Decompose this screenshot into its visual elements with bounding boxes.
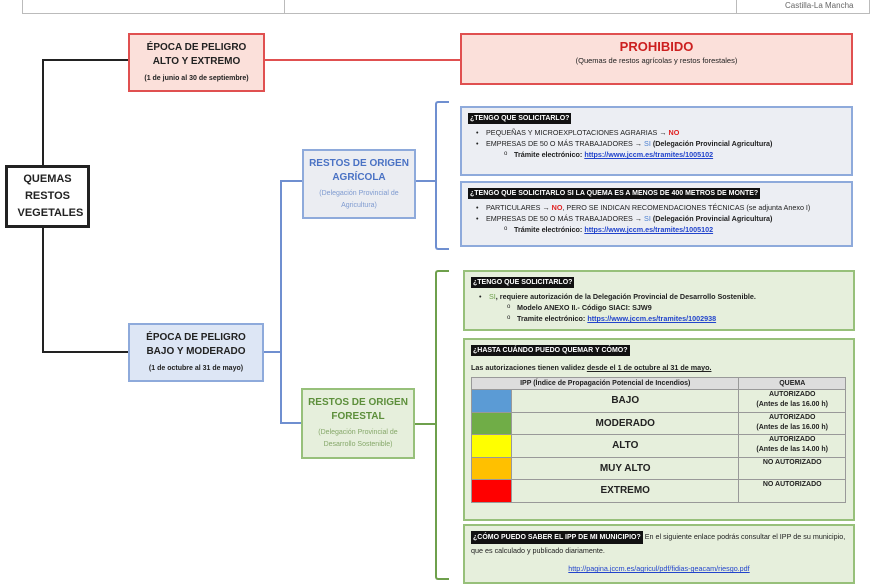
ipp-level: ALTO	[510, 434, 740, 458]
high-season-dates: (1 de junio al 30 de septiembre)	[144, 74, 249, 82]
root-title: QUEMAS RESTOS VEGETALES	[17, 173, 84, 219]
prohibited-box: PROHIBIDO (Quemas de restos agrícolas y r…	[460, 33, 853, 85]
forest-info-1: ¿TENGO QUE SOLICITARLO? SI, requiere aut…	[463, 270, 855, 331]
connector	[415, 180, 436, 182]
question: ¿HASTA CUÁNDO PUEDO QUEMAR Y CÓMO?	[471, 345, 630, 356]
col-header: IPP (Índice de Propagación Potencial de …	[470, 377, 740, 390]
bracket	[435, 270, 449, 580]
agri-info-2: ¿TENGO QUE SOLICITARLO SI LA QUEMA ES A …	[460, 181, 853, 247]
ipp-color-swatch	[471, 411, 512, 435]
prohibited-title: PROHIBIDO	[619, 39, 694, 54]
list-item: Trámite electrónico: https://www.jccm.es…	[468, 224, 845, 235]
low-season-dates: (1 de octubre al 31 de mayo)	[148, 364, 244, 372]
burn-status: AUTORIZADO(Antes de las 16.00 h)	[738, 411, 846, 435]
connector	[414, 423, 436, 425]
high-season-title: ÉPOCA DE PELIGRO ALTO Y EXTREMO	[146, 41, 247, 67]
burn-status: AUTORIZADO(Antes de las 14.00 h)	[738, 434, 846, 458]
list-item: Trámite electrónico: https://www.jccm.es…	[468, 149, 845, 160]
low-season-title: ÉPOCA DE PELIGRO BAJO Y MODERADO	[146, 331, 246, 357]
page-header: Castilla-La Mancha	[22, 0, 870, 14]
tramite-link[interactable]: https://www.jccm.es/tramites/1002938	[587, 314, 717, 323]
connector	[280, 180, 302, 424]
agri-box: RESTOS DE ORIGEN AGRÍCOLA (Delegación Pro…	[302, 149, 416, 219]
tramite-link[interactable]: https://www.jccm.es/tramites/1005102	[584, 225, 714, 234]
connector	[42, 59, 128, 61]
agri-sub: (Delegación Provincial de Agricultura)	[319, 189, 399, 209]
question: ¿CÓMO PUEDO SABER EL IPP DE MI MUNICIPIO…	[471, 531, 643, 544]
tramite-link[interactable]: https://www.jccm.es/tramites/1005102	[584, 150, 714, 159]
list-item: SI, requiere autorización de la Delegaci…	[471, 291, 847, 302]
question: ¿TENGO QUE SOLICITARLO SI LA QUEMA ES A …	[468, 188, 761, 199]
ipp-table: IPP (Índice de Propagación Potencial de …	[470, 377, 846, 503]
ipp-color-swatch	[471, 389, 512, 413]
ipp-level: EXTREMO	[510, 479, 740, 503]
burn-status: NO AUTORIZADO	[738, 456, 846, 480]
forest-sub: (Delegación Provincial de Desarrollo Sos…	[318, 429, 398, 448]
list-item: Modelo ANEXO II.- Código SIACI: SJW9	[471, 302, 847, 313]
ipp-color-swatch	[471, 456, 512, 480]
list-item: Tramite electrónico: https://www.jccm.es…	[471, 313, 847, 324]
ipp-level: BAJO	[510, 389, 740, 413]
connector	[264, 59, 460, 61]
connector	[42, 227, 44, 353]
ipp-level: MODERADO	[510, 411, 740, 435]
col-header: QUEMA	[738, 377, 846, 390]
agri-info-1: ¿TENGO QUE SOLICITARLO? PEQUEÑAS Y MICRO…	[460, 106, 853, 176]
high-season-box: ÉPOCA DE PELIGRO ALTO Y EXTREMO (1 de jun…	[128, 33, 265, 92]
burn-status: NO AUTORIZADO	[738, 479, 846, 503]
connector	[263, 351, 281, 353]
burn-status: AUTORIZADO(Antes de las 16.00 h)	[738, 389, 846, 413]
header-region: Castilla-La Mancha	[785, 1, 854, 10]
forest-info-3: ¿CÓMO PUEDO SABER EL IPP DE MI MUNICIPIO…	[463, 524, 855, 584]
root-box: QUEMAS RESTOS VEGETALES	[5, 165, 90, 228]
list-item: EMPRESAS DE 50 O MÁS TRABAJADORES → SI (…	[468, 138, 845, 149]
connector	[42, 59, 44, 166]
list-item: PARTICULARES → NO, PERO SE INDICAN RECOM…	[468, 202, 845, 213]
question: ¿TENGO QUE SOLICITARLO?	[468, 113, 572, 124]
bracket	[435, 101, 449, 250]
forest-info-2: ¿HASTA CUÁNDO PUEDO QUEMAR Y CÓMO? Las a…	[463, 338, 855, 521]
validity-text: Las autorizaciones tienen validez desde …	[471, 363, 712, 372]
forest-title: RESTOS DE ORIGEN FORESTAL	[308, 397, 408, 422]
list-item: PEQUEÑAS Y MICROEXPLOTACIONES AGRARIAS →…	[468, 127, 845, 138]
ipp-level: MUY ALTO	[510, 456, 740, 480]
low-season-box: ÉPOCA DE PELIGRO BAJO Y MODERADO (1 de oc…	[128, 323, 264, 382]
ipp-text: En el siguiente enlace podrás consultar …	[471, 532, 846, 555]
forest-box: RESTOS DE ORIGEN FORESTAL (Delegación Pro…	[301, 388, 415, 459]
ipp-link[interactable]: http://pagina.jccm.es/agricul/pdf/fidias…	[568, 564, 750, 573]
agri-title: RESTOS DE ORIGEN AGRÍCOLA	[309, 157, 409, 183]
list-item: EMPRESAS DE 50 O MÁS TRABAJADORES → SI (…	[468, 213, 845, 224]
ipp-color-swatch	[471, 434, 512, 458]
connector	[42, 351, 128, 353]
prohibited-subtitle: (Quemas de restos agrícolas y restos for…	[575, 56, 738, 65]
ipp-color-swatch	[471, 479, 512, 503]
question: ¿TENGO QUE SOLICITARLO?	[471, 277, 575, 288]
